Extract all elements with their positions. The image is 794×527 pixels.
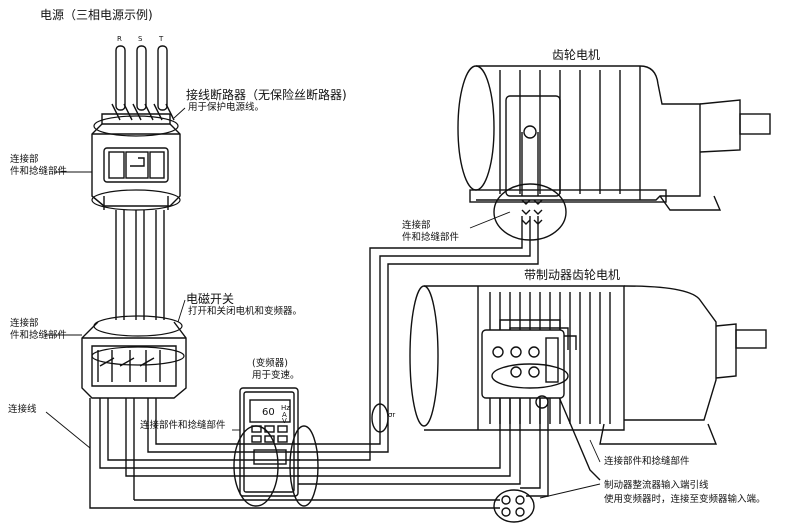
leader-lines — [45, 107, 601, 499]
bundle-left — [233, 425, 279, 507]
conductors-switch-out — [89, 398, 500, 509]
bundle-right — [289, 425, 319, 507]
inverter-unit — [239, 387, 299, 497]
gear-motor-title: 齿轮电机 — [552, 48, 601, 62]
power-conductors — [111, 45, 175, 121]
inverter-display-value: 60 — [262, 407, 275, 418]
breaker-desc: 用于保护电源线。 — [188, 102, 265, 113]
inverter-unit-hz: Hz — [281, 404, 290, 412]
inverter-title: (变频器) — [252, 358, 288, 369]
inverter-desc: 用于变速。 — [252, 370, 300, 381]
conn-breaker-line1: 连接部 — [10, 154, 39, 165]
brake-rectifier-title: 制动器整流器输入端引线 — [604, 480, 709, 491]
connection-wire-label: 连接线 — [8, 404, 37, 415]
magnetic-switch-desc: 打开和关闭电机和变频器。 — [188, 306, 303, 317]
inverter-unit-a: A — [282, 411, 287, 419]
brake-rectifier-terminal — [493, 489, 535, 523]
magnetic-switch-body — [81, 315, 187, 399]
phase-s-label: S — [138, 35, 143, 43]
brake-gear-motor — [409, 285, 767, 445]
inverter-unit-v: V — [282, 417, 287, 425]
ground-mark: σr — [388, 411, 396, 419]
phase-r-label: R — [117, 35, 122, 43]
conn-gear-line2: 件和捻缝部件 — [402, 232, 460, 243]
conn-inverter-label: 连接部件和捻缝部件 — [140, 420, 226, 431]
conductors-breaker-to-switch — [115, 210, 165, 320]
brake-rectifier-desc: 使用变频器时，连接至变频器输入端。 — [604, 494, 766, 505]
magnetic-switch-title: 电磁开关 — [186, 292, 235, 306]
conn-switch-line1: 连接部 — [10, 318, 39, 329]
circuit-breaker — [91, 113, 181, 211]
conn-brake-label: 连接部件和捻缝部件 — [604, 456, 690, 467]
bundle-mid — [371, 403, 389, 433]
conn-switch-line2: 件和捻缝部件 — [10, 330, 68, 341]
conn-gear-line1: 连接部 — [402, 220, 431, 231]
brake-motor-title: 带制动器齿轮电机 — [524, 268, 621, 282]
power-source-title: 电源（三相电源示例) — [40, 8, 153, 22]
gear-motor — [457, 65, 771, 241]
breaker-title: 接线断路器（无保险丝断路器) — [186, 88, 347, 102]
conn-breaker-line2: 件和捻缝部件 — [10, 166, 68, 177]
phase-t-label: T — [159, 35, 164, 43]
